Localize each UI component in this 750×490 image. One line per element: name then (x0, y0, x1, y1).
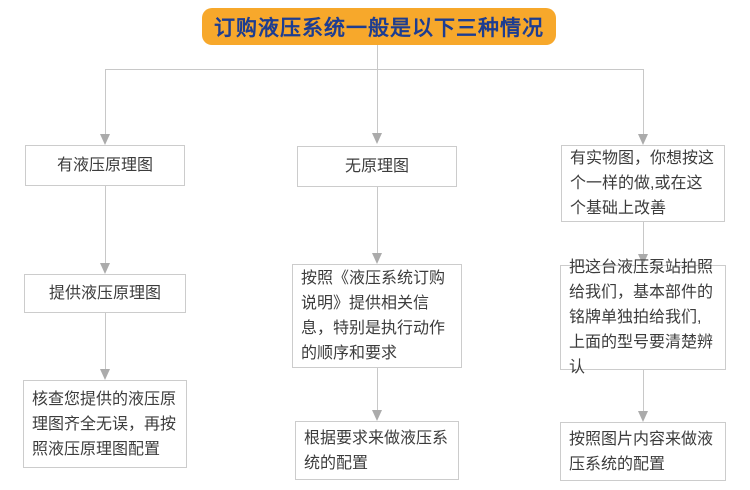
connector-col3-step2-3 (643, 370, 644, 411)
col1-step3-box: 核查您提供的液压原理图齐全无误，再按照液压原理图配置 (23, 380, 187, 468)
connector-col3-step1-2 (643, 222, 644, 254)
connector-branch-rail (105, 69, 643, 70)
col2-step2-text: 按照《液压系统订购说明》提供相关信息，特别是执行动作的顺序和要求 (301, 270, 446, 362)
arrow-down-icon (638, 254, 648, 265)
connector-col2-step2-3 (377, 368, 378, 410)
arrow-down-icon (638, 134, 648, 145)
arrow-down-icon (100, 369, 110, 380)
col3-step2-text: 把这台液压泵站拍照给我们，基本部件的铭牌单独拍给我们,上面的型号要清楚辨认 (569, 259, 714, 376)
col1-step2-box: 提供液压原理图 (24, 274, 186, 313)
connector-col1-drop (105, 69, 106, 134)
col2-step2-box: 按照《液压系统订购说明》提供相关信息，特别是执行动作的顺序和要求 (292, 264, 462, 368)
connector-root-stem (377, 45, 378, 69)
col3-step1-text: 有实物图，你想按这个一样的做,或在这个基础上改善 (570, 150, 715, 217)
col3-step3-box: 按照图片内容来做液压系统的配置 (560, 422, 726, 481)
col3-step3-text: 按照图片内容来做液压系统的配置 (569, 430, 714, 473)
col1-step3-text: 核查您提供的液压原理图齐全无误，再按照液压原理图配置 (32, 390, 177, 458)
arrow-down-icon (100, 263, 110, 274)
connector-col3-drop (643, 69, 644, 134)
connector-col2-step1-2 (377, 187, 378, 253)
arrow-down-icon (372, 253, 382, 264)
arrow-down-icon (372, 410, 382, 421)
connector-col2-drop (377, 69, 378, 133)
arrow-down-icon (372, 133, 382, 144)
col1-step2-text: 提供液压原理图 (48, 285, 161, 302)
arrow-down-icon (100, 134, 110, 145)
col3-step2-box: 把这台液压泵站拍照给我们，基本部件的铭牌单独拍给我们,上面的型号要清楚辨认 (560, 259, 726, 376)
col3-step1-box: 有实物图，你想按这个一样的做,或在这个基础上改善 (561, 145, 725, 222)
col1-step1-box: 有液压原理图 (25, 145, 185, 186)
arrow-down-icon (638, 411, 648, 422)
col2-step1-text: 无原理图 (344, 158, 409, 175)
connector-col1-step1-2 (105, 186, 106, 263)
col2-step3-box: 根据要求来做液压系统的配置 (295, 421, 459, 480)
flowchart-title: 订购液压系统一般是以下三种情况 (202, 8, 556, 45)
col1-step1-text: 有液压原理图 (56, 157, 153, 174)
connector-col1-step2-3 (105, 313, 106, 369)
col2-step1-box: 无原理图 (297, 146, 457, 187)
col2-step3-text: 根据要求来做液压系统的配置 (304, 429, 449, 472)
